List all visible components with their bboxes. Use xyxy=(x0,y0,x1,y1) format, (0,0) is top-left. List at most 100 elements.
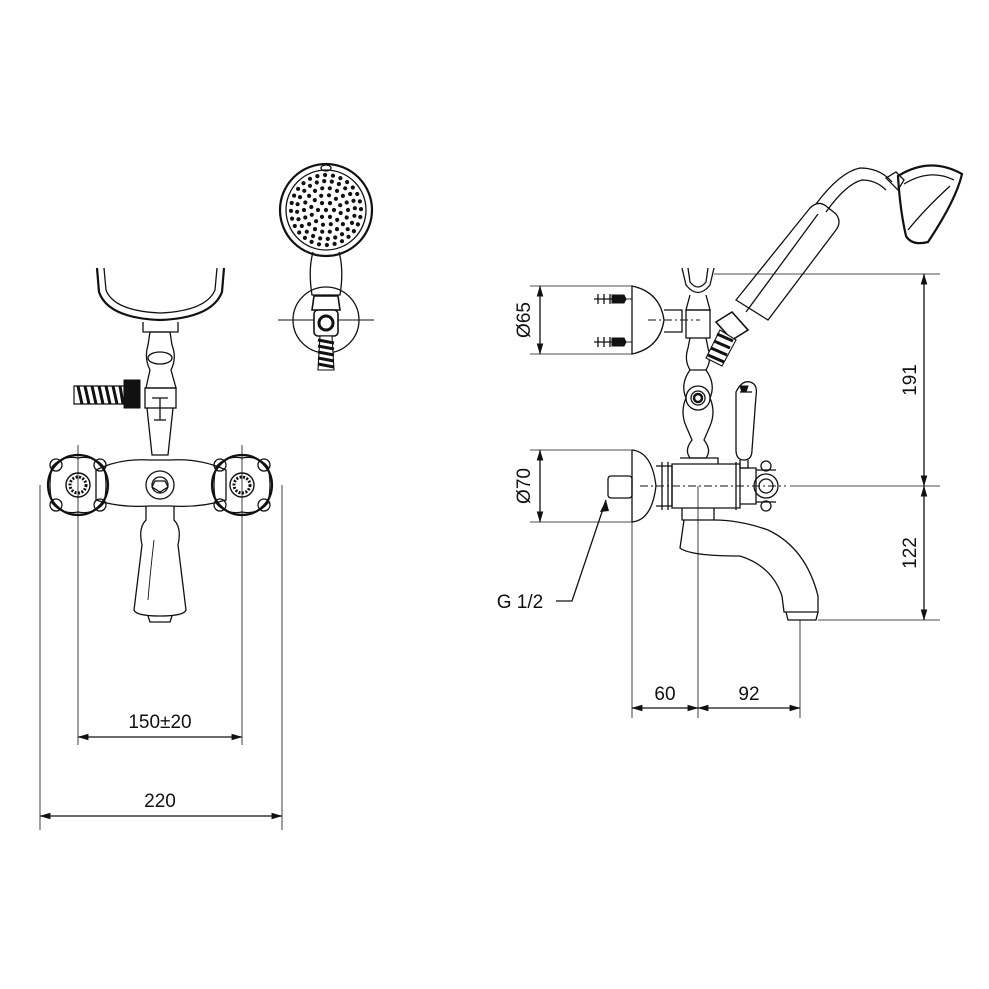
nozzle-dot xyxy=(319,201,325,206)
nozzle-dot xyxy=(323,207,329,213)
nozzle-dot xyxy=(314,219,319,224)
nozzle-dot xyxy=(307,193,312,198)
front-centerlines xyxy=(39,445,283,830)
nozzle-dot xyxy=(351,229,356,234)
side-extension-lines xyxy=(530,273,940,718)
nozzle-dot xyxy=(331,207,337,213)
nozzle-dot xyxy=(309,204,314,210)
nozzle-dot xyxy=(344,215,349,220)
nozzle-dot xyxy=(339,232,345,237)
nozzle-dot xyxy=(334,188,340,193)
side-view: Ø65 Ø70 191 122 60 92 G 1/2 xyxy=(497,164,964,718)
nozzle-dot xyxy=(309,212,314,217)
side-dimensions: Ø65 Ø70 191 122 60 92 G 1/2 xyxy=(497,273,928,712)
nozzle-dot xyxy=(301,207,307,213)
nozzle-dot xyxy=(348,191,353,197)
handshower-view xyxy=(278,162,374,371)
nozzle-dot xyxy=(357,199,362,204)
nozzle-dot xyxy=(320,229,325,234)
nozzle-dot xyxy=(312,188,318,193)
flange xyxy=(607,449,786,523)
nozzle-dot xyxy=(314,180,319,185)
nozzle-dot xyxy=(309,239,314,244)
nozzle-dot xyxy=(302,235,307,240)
handshower-side xyxy=(735,164,964,321)
nozzle-dot xyxy=(338,176,343,181)
nozzle-dot xyxy=(315,207,321,213)
nozzle-dot xyxy=(301,181,306,186)
thread-label: G 1/2 xyxy=(497,592,543,613)
nozzle-dot xyxy=(329,179,334,184)
nozzle-dot xyxy=(345,180,350,185)
nozzle-dot xyxy=(288,208,294,213)
spout-side xyxy=(679,508,819,621)
nozzle-dot xyxy=(323,172,328,178)
nozzle-dot xyxy=(295,209,300,214)
nozzle-dot xyxy=(307,183,313,188)
nozzle-dot xyxy=(289,200,294,206)
column xyxy=(144,331,177,456)
nozzle-dot xyxy=(320,186,325,191)
nozzle-dot xyxy=(335,217,340,222)
nozzle-dot xyxy=(325,236,330,241)
nozzle-dot xyxy=(297,195,303,200)
nozzle-dot xyxy=(297,230,302,235)
column-side xyxy=(682,369,714,459)
nozzle-dot xyxy=(345,227,350,232)
nozzle-dot xyxy=(324,242,329,248)
nozzle-dot xyxy=(303,200,308,205)
nozzle-dot xyxy=(292,193,297,198)
body-side xyxy=(671,457,779,512)
nozzle-dot xyxy=(312,227,318,232)
nozzle-dot xyxy=(349,220,355,225)
shower-cradle xyxy=(95,267,226,333)
depth-spout-label: 92 xyxy=(738,684,759,705)
nozzle-dot xyxy=(319,193,324,198)
nozzle-dot xyxy=(326,193,332,198)
lever-handle-side xyxy=(735,381,758,469)
nozzle-dot xyxy=(320,222,326,227)
nozzle-dot xyxy=(327,214,333,219)
nozzle-dot xyxy=(304,229,309,234)
nozzle-dot xyxy=(336,181,341,187)
nozzle-dot xyxy=(355,191,360,197)
nozzle-dot xyxy=(319,214,325,219)
nozzle-dot xyxy=(344,200,349,205)
nozzle-dot xyxy=(352,206,357,211)
nozzle-dot xyxy=(296,217,301,222)
nozzle-dot xyxy=(351,198,356,203)
nozzle-dot xyxy=(316,242,322,247)
wall-anchor-bottom xyxy=(594,337,632,347)
nozzle-dot xyxy=(339,239,345,244)
nozzle-dot xyxy=(340,222,345,227)
nozzle-dot xyxy=(302,188,307,193)
nozzle-dot xyxy=(311,233,316,239)
spout-front xyxy=(133,506,187,623)
nozzle-dot xyxy=(327,186,332,191)
depth-wall-label: 60 xyxy=(654,684,675,705)
nozzle-dot xyxy=(312,198,317,203)
nozzle-dot xyxy=(350,185,355,190)
dia-flange-label: Ø70 xyxy=(514,468,535,504)
height-lower-label: 122 xyxy=(900,537,921,569)
nozzle-dot xyxy=(290,216,295,221)
nozzle-dot xyxy=(299,223,304,229)
nozzle-dot xyxy=(328,222,333,227)
nozzle-dot xyxy=(338,210,343,216)
nozzle-dot xyxy=(318,236,323,241)
mixer-body xyxy=(95,459,227,508)
nozzle-dot xyxy=(332,241,337,246)
wall-plate xyxy=(594,285,700,355)
nozzle-dot xyxy=(303,215,308,220)
nozzle-dot xyxy=(346,234,351,239)
nozzle-dot xyxy=(327,201,333,206)
nozzle-dot xyxy=(327,229,332,234)
wall-anchor-top xyxy=(594,294,632,304)
front-dimensions: 150±20 220 xyxy=(39,712,283,820)
nozzle-dot xyxy=(315,174,320,179)
nozzle-dot xyxy=(338,203,343,208)
dim-outer-label: 220 xyxy=(144,791,176,812)
nozzle-dot xyxy=(333,235,338,240)
